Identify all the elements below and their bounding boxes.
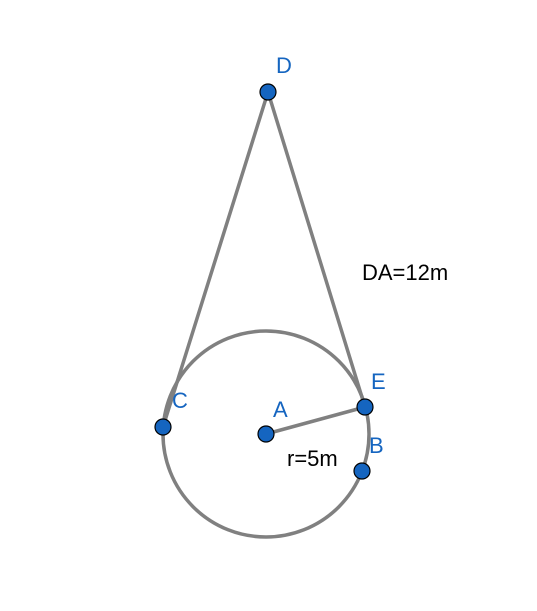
label-a: A xyxy=(273,397,288,422)
radius-annotation: r=5m xyxy=(287,446,338,471)
label-e: E xyxy=(371,369,386,394)
point-a[interactable] xyxy=(257,425,275,443)
label-c: C xyxy=(172,388,188,413)
point-c[interactable] xyxy=(154,418,172,436)
radius-segment-ae xyxy=(264,405,367,436)
point-e[interactable] xyxy=(356,398,374,416)
distance-annotation: DA=12m xyxy=(362,260,448,285)
label-b: B xyxy=(369,433,384,458)
label-d: D xyxy=(276,53,292,78)
point-b[interactable] xyxy=(353,462,371,480)
tangent-segment-dc xyxy=(161,90,270,429)
point-d[interactable] xyxy=(259,83,277,101)
tangent-segment-de xyxy=(266,90,367,409)
